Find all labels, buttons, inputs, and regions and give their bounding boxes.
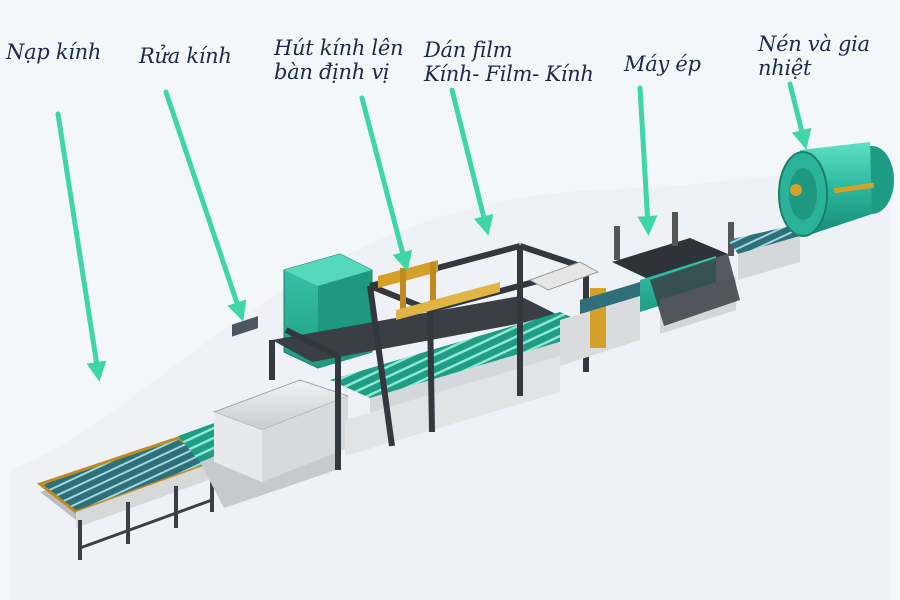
arrow-washing — [163, 89, 247, 322]
washing-machine — [178, 316, 350, 508]
label-autoclave: Nén và gia nhiệt — [758, 32, 870, 80]
arrow-loading — [55, 111, 107, 382]
autoclave-tank — [778, 142, 894, 237]
film-station — [528, 261, 640, 366]
positioning-conveyor — [272, 296, 600, 456]
arrow-film — [449, 87, 494, 236]
arrow-positioning — [359, 95, 413, 272]
suction-lifter — [378, 260, 500, 320]
label-positioning: Hút kính lên bàn định vị — [274, 36, 404, 84]
press-machine — [612, 212, 800, 334]
annotation-arrows — [55, 81, 812, 382]
loading-table — [36, 436, 218, 560]
label-film: Dán film Kính- Film- Kính — [424, 38, 594, 86]
arrow-autoclave — [787, 81, 812, 150]
label-loading: Nạp kính — [6, 40, 102, 64]
label-press: Máy ép — [624, 52, 701, 76]
arrow-press — [637, 85, 658, 236]
label-washing: Rửa kính — [139, 44, 232, 68]
